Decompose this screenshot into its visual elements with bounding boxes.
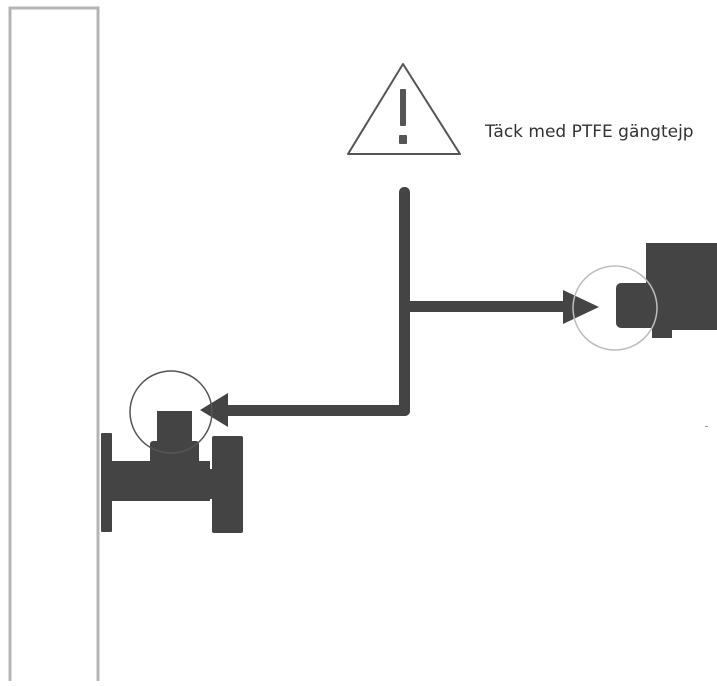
speck xyxy=(705,426,708,427)
arrow-head-icon xyxy=(200,393,228,427)
warning-text: Täck med PTFE gängtejp xyxy=(485,122,694,142)
thread-highlight-circle-left xyxy=(129,370,213,454)
leader-lines xyxy=(220,187,570,416)
warning-triangle-icon xyxy=(347,63,461,155)
wall xyxy=(8,6,100,686)
valve-fitting-right xyxy=(616,243,717,338)
thread-highlight-circle-right xyxy=(572,265,658,351)
arrow-head-icon xyxy=(563,290,599,324)
valve-fitting-left xyxy=(101,411,243,533)
